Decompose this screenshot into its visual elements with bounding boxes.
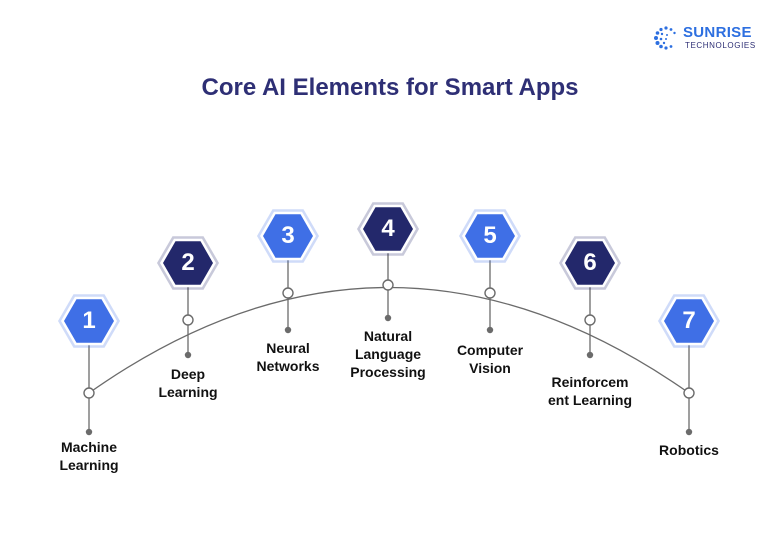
label-dot-2 xyxy=(184,351,192,359)
step-label-5: Computer Vision xyxy=(456,342,524,376)
timeline-node-3 xyxy=(282,287,294,299)
timeline-node-2 xyxy=(182,314,194,326)
step-number-7: 7 xyxy=(682,307,696,334)
hexagon-badge-5 xyxy=(465,214,515,258)
timeline-node-7 xyxy=(683,387,695,399)
timeline-hexagons xyxy=(58,202,720,348)
hexagon-badge-6 xyxy=(565,241,615,285)
step-number-2: 2 xyxy=(181,249,195,276)
step-label-1: Machine Learning xyxy=(59,439,119,473)
step-label-2: Deep Learning xyxy=(158,366,218,400)
brand-name: SUNRISE xyxy=(683,24,752,41)
step-label-7: Robotics xyxy=(659,442,719,458)
timeline-node-4 xyxy=(382,279,394,291)
label-dot-1 xyxy=(85,428,93,436)
timeline-node-6 xyxy=(584,314,596,326)
brand-logo: SUNRISE TECHNOLOGIES xyxy=(652,24,762,54)
hexagon-badge-7 xyxy=(664,299,714,343)
brand-tagline: TECHNOLOGIES xyxy=(685,41,756,50)
label-dot-3 xyxy=(284,326,292,334)
step-label-3: Neural Networks xyxy=(256,340,320,374)
page-title: Core AI Elements for Smart Apps xyxy=(201,74,579,101)
label-dot-6 xyxy=(586,351,594,359)
step-label-6: Reinforcem ent Learning xyxy=(547,374,632,408)
sunrise-dots-icon xyxy=(654,26,676,50)
step-number-6: 6 xyxy=(583,249,597,276)
hexagon-badge-2 xyxy=(163,241,213,285)
timeline-node-5 xyxy=(484,287,496,299)
label-dot-5 xyxy=(486,326,494,334)
hexagon-badge-3 xyxy=(263,214,313,258)
step-number-4: 4 xyxy=(381,215,395,242)
step-number-1: 1 xyxy=(82,307,96,334)
label-dot-4 xyxy=(384,314,392,322)
timeline-node-1 xyxy=(83,387,95,399)
step-label-4: Natural Language Processing xyxy=(350,328,426,380)
timeline-stems xyxy=(83,253,695,436)
hexagon-badge-4 xyxy=(363,207,413,251)
label-dot-7 xyxy=(685,428,693,436)
step-number-3: 3 xyxy=(281,222,295,249)
step-number-5: 5 xyxy=(483,222,497,249)
hexagon-badge-1 xyxy=(64,299,114,343)
